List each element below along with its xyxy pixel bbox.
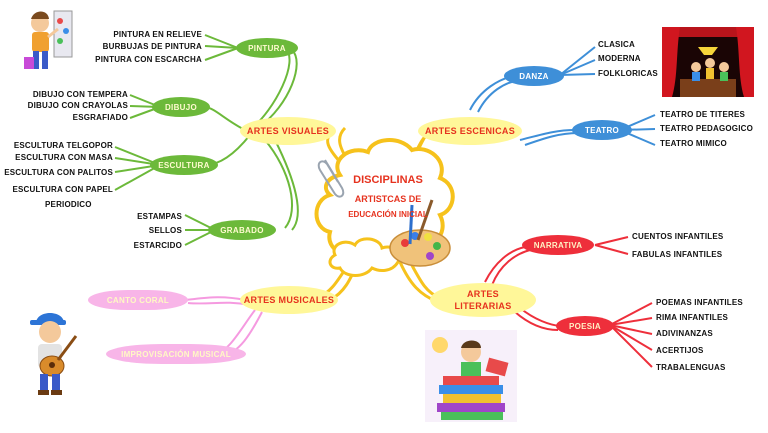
- leaf-grabado-3: ESTARCIDO: [133, 241, 182, 250]
- node-escultura[interactable]: ESCULTURA: [150, 155, 218, 175]
- leaf-poesia-5: TRABALENGUAS: [656, 363, 726, 372]
- node-improvisacion-musical[interactable]: IMPROVISACIÓN MUSICAL: [106, 344, 246, 364]
- leaf-poesia-3: ADIVINANZAS: [656, 329, 713, 338]
- node-canto-coral[interactable]: CANTO CORAL: [88, 290, 188, 310]
- node-poesia-label: POESIA: [568, 321, 602, 331]
- node-dibujo[interactable]: DIBUJO: [152, 97, 210, 117]
- center-title-line1: DISCIPLINAS: [353, 174, 423, 186]
- leaf-danza-1: CLASICA: [598, 40, 635, 49]
- guitar-child-icon: [22, 308, 84, 398]
- center-title-line2: ARTISTCAS DE: [354, 194, 422, 204]
- node-grabado-label: GRABADO: [220, 225, 264, 235]
- leaf-escultura-4: ESCULTURA CON PAPEL: [12, 185, 113, 194]
- child-reading-books-icon: [425, 330, 517, 422]
- leaf-grabado-1: ESTAMPAS: [137, 212, 182, 221]
- node-dibujo-label: DIBUJO: [164, 102, 198, 112]
- node-improvisacion-musical-label: IMPROVISACIÓN MUSICAL: [121, 349, 231, 359]
- node-teatro-label: TEATRO: [584, 125, 620, 135]
- node-artes-visuales-label: ARTES VISUALES: [246, 126, 330, 136]
- paperclip-icon: [317, 159, 345, 198]
- leaf-escultura-5: PERIODICO: [45, 200, 92, 209]
- center-title: DISCIPLINAS ARTISTCAS DE EDUCACIÓN INICI…: [333, 174, 443, 219]
- node-artes-literarias-line1: ARTES: [466, 289, 499, 299]
- node-artes-escenicas-label: ARTES ESCENICAS: [424, 126, 515, 136]
- paint-palette-icon: [389, 199, 451, 267]
- leaf-poesia-2: RIMA INFANTILES: [656, 313, 729, 322]
- center-title-line3: EDUCACIÓN INICIAL: [348, 210, 428, 219]
- leaf-teatro-2: TEATRO PEDAGOGICO: [660, 124, 754, 133]
- leaf-dibujo-1: DIBUJO CON TEMPERA: [32, 90, 128, 99]
- node-artes-musicales[interactable]: ARTES MUSICALES: [240, 286, 338, 314]
- node-artes-escenicas[interactable]: ARTES ESCENICAS: [418, 117, 522, 145]
- leaf-escultura-2: ESCULTURA CON MASA: [15, 153, 113, 162]
- leaf-poesia-1: POEMAS INFANTILES: [656, 298, 743, 307]
- leaf-poesia-4: ACERTIJOS: [656, 346, 704, 355]
- node-teatro[interactable]: TEATRO: [572, 120, 632, 140]
- leaf-dibujo-3: ESGRAFIADO: [72, 113, 128, 122]
- node-pintura-label: PINTURA: [248, 43, 286, 53]
- node-artes-literarias-line2: LITERARIAS: [454, 301, 512, 311]
- node-artes-musicales-label: ARTES MUSICALES: [243, 295, 335, 305]
- leaf-escultura-1: ESCULTURA TELGOPOR: [13, 141, 113, 150]
- leaf-narrativa-2: FABULAS INFANTILES: [632, 250, 723, 259]
- node-narrativa-label: NARRATIVA: [533, 240, 583, 250]
- leaf-pintura-1: PINTURA EN RELIEVE: [113, 30, 202, 39]
- node-grabado[interactable]: GRABADO: [208, 220, 276, 240]
- node-poesia[interactable]: POESIA: [556, 316, 614, 336]
- leaf-grabado-2: SELLOS: [148, 226, 182, 235]
- node-artes-visuales[interactable]: ARTES VISUALES: [240, 117, 336, 145]
- node-canto-coral-label: CANTO CORAL: [106, 295, 170, 305]
- leaf-escultura-3: ESCULTURA CON PALITOS: [4, 168, 113, 177]
- leaf-narrativa-1: CUENTOS INFANTILES: [632, 232, 724, 241]
- leaf-pintura-2: BURBUJAS DE PINTURA: [102, 42, 202, 51]
- leaf-danza-3: FOLKLORICAS: [598, 69, 658, 78]
- node-artes-literarias[interactable]: ARTES LITERARIAS: [430, 283, 536, 317]
- node-danza-label: DANZA: [519, 71, 549, 81]
- leaf-danza-2: MODERNA: [598, 54, 641, 63]
- painter-child-icon: [20, 5, 76, 79]
- node-narrativa[interactable]: NARRATIVA: [522, 235, 594, 255]
- leaf-teatro-1: TEATRO DE TITERES: [660, 110, 746, 119]
- node-danza[interactable]: DANZA: [504, 66, 564, 86]
- leaf-dibujo-2: DIBUJO CON CRAYOLAS: [27, 101, 128, 110]
- node-pintura[interactable]: PINTURA: [236, 38, 298, 58]
- leaf-teatro-3: TEATRO MIMICO: [660, 139, 727, 148]
- leaf-pintura-3: PINTURA CON ESCARCHA: [95, 55, 202, 64]
- theater-stage-icon: [662, 27, 754, 97]
- node-escultura-label: ESCULTURA: [158, 160, 210, 170]
